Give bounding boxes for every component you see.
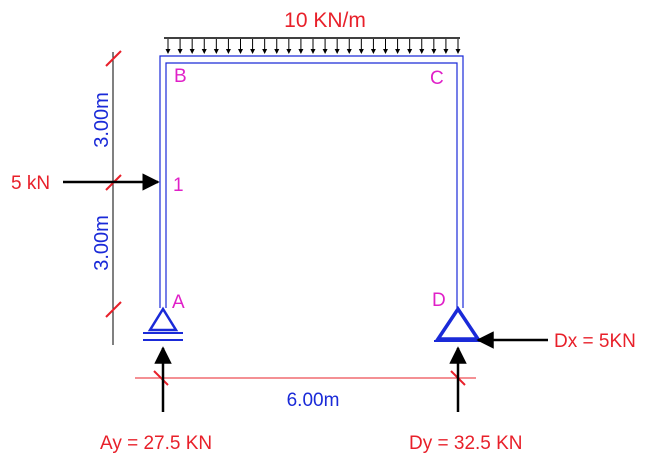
point-load-label: 5 kN [11, 173, 50, 194]
load-arrow [201, 39, 207, 54]
support-a [143, 306, 183, 341]
dimension-tick-left [153, 370, 169, 386]
distributed-load-label: 10 KN/m [284, 9, 366, 32]
load-arrow [322, 39, 328, 54]
reaction-ay-label: Ay = 27.5 KN [100, 433, 212, 454]
span-label: 6.00m [287, 390, 340, 411]
node-label-a: A [172, 292, 185, 313]
support-d [434, 305, 482, 342]
load-arrow [455, 39, 461, 54]
load-arrow [431, 39, 437, 54]
load-arrow [274, 39, 280, 54]
load-arrow [334, 39, 340, 54]
load-arrow [407, 39, 413, 54]
load-arrow [346, 39, 352, 54]
upper-height-label: 3.00m [91, 92, 113, 148]
distributed-load [164, 37, 461, 54]
dimension-tick-top [105, 50, 122, 67]
load-arrow [298, 39, 304, 54]
reaction-dy-label: Dy = 32.5 KN [409, 433, 523, 454]
node-label-b: B [174, 66, 187, 87]
reaction-dx-label: Dx = 5KN [554, 331, 636, 352]
horizontal-dimension [135, 370, 476, 386]
load-arrow [310, 39, 316, 54]
node-label-c: C [430, 68, 444, 89]
load-arrow [262, 39, 268, 54]
frame [159, 55, 464, 308]
load-arrow [383, 39, 388, 54]
load-arrow [165, 39, 171, 54]
load-arrow [225, 39, 231, 54]
load-arrow [238, 39, 243, 54]
node-label-d: D [432, 290, 446, 311]
load-arrow [395, 39, 401, 54]
load-arrow [419, 39, 425, 54]
load-arrow [286, 39, 292, 54]
node-label-1: 1 [173, 175, 184, 196]
dimension-tick-bottom [105, 301, 122, 318]
load-arrow [177, 39, 183, 54]
load-arrow [358, 39, 364, 54]
lower-height-label: 3.00m [91, 215, 113, 271]
load-arrow [189, 39, 195, 54]
load-arrow [443, 39, 449, 54]
load-arrow [370, 39, 376, 54]
load-arrow [213, 39, 219, 54]
load-arrow [250, 39, 256, 54]
